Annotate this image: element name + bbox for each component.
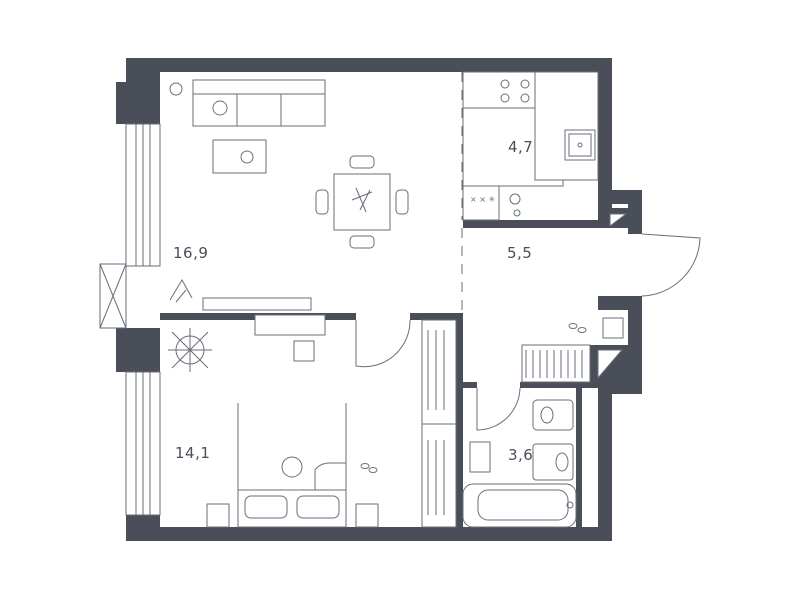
svg-text:× × ✳: × × ✳ xyxy=(470,195,495,204)
bathroom-area: 3,6 xyxy=(508,446,534,464)
living-room-furniture xyxy=(169,79,409,311)
bathroom-fixtures xyxy=(462,399,577,528)
bedroom-furniture xyxy=(168,314,457,528)
doors xyxy=(355,72,701,431)
kitchen-furniture: × × ✳ xyxy=(462,71,599,221)
hall-area: 5,5 xyxy=(507,244,533,262)
living-room-area: 16,9 xyxy=(173,244,209,262)
outer-walls xyxy=(116,58,642,541)
hall-furniture xyxy=(521,317,624,383)
windows xyxy=(99,123,161,516)
bedroom-area: 14,1 xyxy=(175,444,211,462)
kitchen-area: 4,7 xyxy=(508,138,534,156)
